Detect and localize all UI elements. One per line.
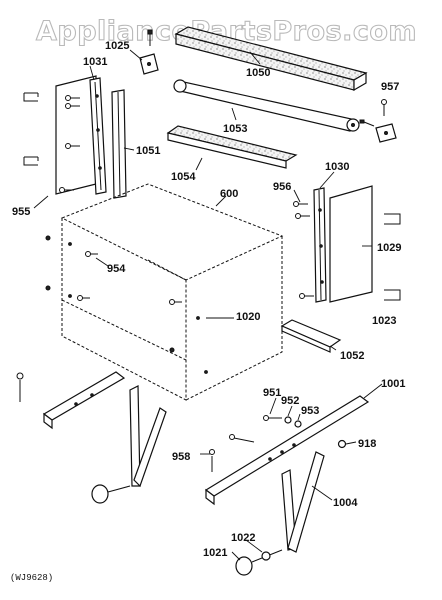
- screws-954: [77, 251, 182, 305]
- leader-lines: [33, 49, 383, 561]
- callout-953: 953: [301, 405, 319, 417]
- hardware-951-952-953: [263, 415, 302, 428]
- part-1050-top-rail: [174, 26, 368, 92]
- callout-labels: 1025 1031 1050 957 1053 1051 1054 1030 9…: [12, 40, 405, 559]
- part-1031-left-side-panel: [55, 75, 107, 195]
- right-clips-1023: [384, 213, 401, 301]
- part-1004-leg: [281, 451, 325, 553]
- callout-1051: 1051: [136, 145, 160, 157]
- part-1051-vertical-strip: [111, 89, 127, 199]
- callout-1001: 1001: [381, 378, 405, 390]
- part-957-bracket: [359, 99, 397, 143]
- part-1001-leg-rail: [204, 395, 370, 506]
- part-1052-bar: [280, 319, 342, 353]
- callout-1031: 1031: [83, 56, 107, 68]
- callout-1004: 1004: [333, 497, 358, 509]
- leveling-foot-left: [91, 484, 131, 504]
- part-1054-flat-bar: [166, 125, 298, 169]
- part-1025-bracket: [139, 29, 159, 75]
- callout-958: 958: [172, 451, 190, 463]
- callout-956: 956: [273, 181, 291, 193]
- screws-956: [293, 201, 314, 299]
- callout-951: 951: [263, 387, 281, 399]
- part-1030-right-strip: [313, 187, 327, 303]
- part-left-leg-assembly: [16, 371, 167, 488]
- callout-1021: 1021: [203, 547, 227, 559]
- callout-1029: 1029: [377, 242, 401, 254]
- leveling-foot-1021: [235, 549, 283, 576]
- watermark-text: AppliancePartsPros.com: [36, 16, 417, 47]
- callout-957: 957: [381, 81, 399, 93]
- callout-1020: 1020: [236, 311, 260, 323]
- callout-952: 952: [281, 395, 299, 407]
- callout-600: 600: [220, 188, 238, 200]
- callout-955: 955: [12, 206, 30, 218]
- callout-954: 954: [107, 263, 126, 275]
- callout-1053: 1053: [223, 123, 247, 135]
- callout-1030: 1030: [325, 161, 349, 173]
- screws-1031: [59, 95, 80, 193]
- part-1029-right-side-panel: [329, 185, 373, 303]
- callout-1023: 1023: [372, 315, 396, 327]
- callout-1025: 1025: [105, 40, 129, 52]
- callout-1050: 1050: [246, 67, 270, 79]
- diagram-id: (WJ9628): [10, 573, 53, 583]
- hardware-958: [209, 434, 255, 472]
- callout-1054: 1054: [171, 171, 196, 183]
- callout-918: 918: [358, 438, 376, 450]
- callout-1052: 1052: [340, 350, 364, 362]
- callout-1022: 1022: [231, 532, 255, 544]
- left-clips: [23, 92, 39, 166]
- part-1053-cylinder-rail: [173, 79, 360, 132]
- hardware-918-nut: [337, 439, 347, 449]
- part-600-cabinet: [45, 183, 284, 401]
